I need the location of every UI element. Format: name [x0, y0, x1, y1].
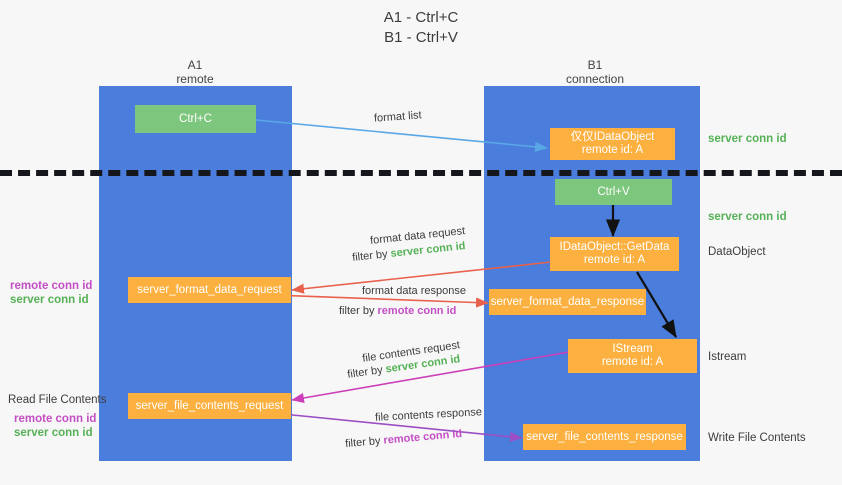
column-b1-sub: connection: [565, 72, 625, 86]
filter-prefix: filter by: [344, 434, 385, 451]
box-server-file-contents-response[interactable]: server_file_contents_response: [523, 424, 686, 450]
box-istream-line1: IStream: [612, 343, 653, 355]
box-server-file-contents-response-label: server_file_contents_response: [526, 430, 683, 443]
box-server-format-data-request[interactable]: server_format_data_request: [128, 277, 291, 303]
column-b1-name: B1: [587, 58, 603, 72]
box-istream[interactable]: IStream remote id: A: [568, 339, 697, 373]
filter-key-remote-conn-id: remote conn id: [377, 305, 457, 317]
right-label-dataobject: DataObject: [708, 246, 766, 258]
box-server-file-contents-request[interactable]: server_file_contents_request: [128, 393, 291, 419]
filter-prefix: filter by: [351, 247, 392, 264]
right-label-server-conn-id-top: server conn id: [708, 133, 787, 145]
arrow-format-list: [255, 119, 548, 152]
left-label-read-file-contents: Read File Contents: [8, 394, 107, 406]
filter-prefix: filter by: [346, 363, 387, 381]
box-server-format-data-response-label: server_format_data_response: [490, 295, 645, 308]
column-header-b1: B1 connection: [515, 58, 675, 86]
box-ctrl-v-label: Ctrl+V: [597, 185, 630, 198]
box-server-format-data-response[interactable]: server_format_data_response: [489, 289, 646, 315]
left-label-remote-conn-id-1: remote conn id: [10, 280, 93, 292]
right-label-write-file-contents: Write File Contents: [708, 432, 806, 444]
phase-separator: [0, 170, 842, 176]
box-server-format-data-request-label: server_format_data_request: [137, 283, 282, 296]
box-ole-dataobject-line2: remote id: A: [581, 144, 644, 156]
left-label-remote-conn-id-2: remote conn id: [14, 413, 97, 425]
column-header-a1: A1 remote: [115, 58, 275, 86]
box-getdata-line1: IDataObject::GetData: [559, 241, 670, 253]
filter-prefix: filter by: [339, 305, 378, 317]
box-ole-dataobject-line1: 仅仅IDataObject: [570, 131, 655, 143]
box-ctrl-v[interactable]: Ctrl+V: [555, 179, 672, 205]
arrow-format-data-request: [291, 261, 552, 294]
box-server-file-contents-request-label: server_file_contents_request: [135, 399, 284, 412]
column-a1-sub: remote: [176, 72, 214, 86]
box-getdata-line2: remote id: A: [583, 254, 646, 266]
column-a1-name: A1: [187, 58, 203, 72]
edge-label-format-data-response-filter: filter by remote conn id: [339, 304, 456, 319]
box-ctrl-c[interactable]: Ctrl+C: [135, 105, 256, 133]
box-istream-line2: remote id: A: [601, 356, 664, 368]
arrow-getdata-to-istream: [636, 271, 677, 338]
right-label-istream: Istream: [708, 351, 747, 363]
page-title: A1 - Ctrl+C B1 - Ctrl+V: [0, 8, 842, 48]
box-ctrl-c-label: Ctrl+C: [179, 112, 212, 125]
box-idataobject-getdata[interactable]: IDataObject::GetData remote id: A: [550, 237, 679, 271]
right-label-server-conn-id-mid: server conn id: [708, 211, 787, 223]
edge-label-format-data-response: format data response: [362, 285, 466, 297]
title-line-1: A1 - Ctrl+C: [383, 9, 459, 26]
arrow-file-contents-request: [291, 351, 570, 403]
left-label-server-conn-id-1: server conn id: [10, 294, 89, 306]
left-label-server-conn-id-2: server conn id: [14, 427, 93, 439]
title-line-2: B1 - Ctrl+V: [384, 29, 458, 46]
box-ole-dataobject[interactable]: 仅仅IDataObject remote id: A: [550, 128, 675, 160]
